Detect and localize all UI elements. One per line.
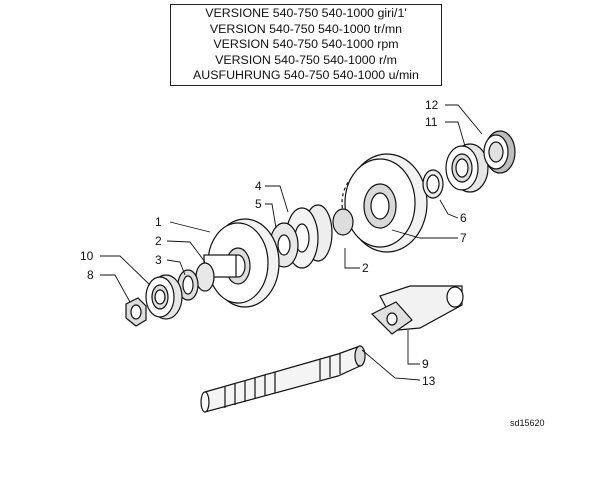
- shaft-13: [200, 345, 366, 413]
- callout-13: 13: [422, 374, 436, 388]
- leader-lines: [100, 104, 483, 381]
- caption-line-5: AUSFUHRUNG 540-750 540-1000 u/min: [193, 68, 419, 83]
- callout-5: 5: [255, 197, 262, 211]
- callout-1: 1: [155, 215, 162, 229]
- callout-4: 4: [255, 179, 262, 193]
- callout-2a: 2: [155, 234, 162, 248]
- caption-line-4: VERSION 540-750 540-1000 r/m: [215, 52, 397, 67]
- callout-12: 12: [425, 98, 439, 112]
- version-caption-box: VERSIONE 540-750 540-1000 giri/1' VERSIO…: [170, 4, 442, 86]
- callout-2b: 2: [362, 261, 369, 275]
- caption-line-2: VERSION 540-750 540-1000 tr/mn: [209, 21, 403, 36]
- sleeve-9: [370, 285, 464, 335]
- gear-1: [195, 218, 280, 308]
- callout-8: 8: [87, 268, 94, 282]
- nut-8: [125, 297, 147, 327]
- bearing-11: [445, 143, 489, 193]
- bearing-10: [145, 274, 183, 320]
- callout-3: 3: [155, 253, 162, 267]
- seal-12: [483, 130, 516, 174]
- large-gear-7: [341, 153, 428, 253]
- callout-11: 11: [425, 115, 438, 129]
- drawing-reference: sd15620: [510, 418, 545, 428]
- callout-9: 9: [422, 357, 429, 371]
- caption-line-1: VERSIONE 540-750 540-1000 giri/1': [205, 6, 407, 21]
- caption-line-3: VERSION 540-750 540-1000 rpm: [213, 37, 399, 52]
- callout-6: 6: [460, 211, 467, 225]
- callout-10: 10: [80, 249, 94, 263]
- ring-6: [422, 169, 444, 199]
- callout-7: 7: [460, 231, 467, 245]
- gear-cluster-4-5: [269, 204, 354, 269]
